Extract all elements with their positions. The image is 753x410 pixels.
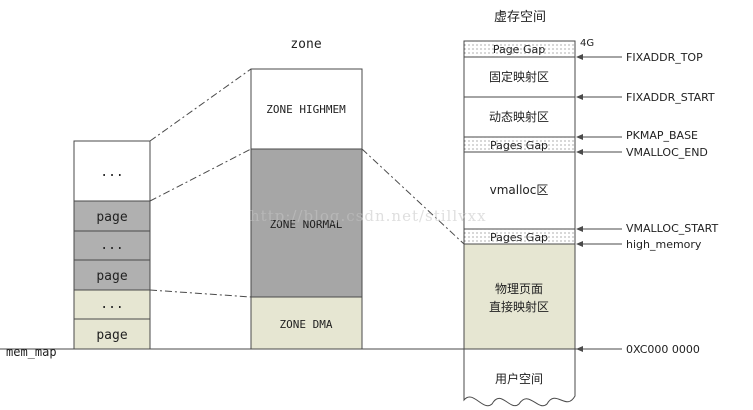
vmalloc-area [463,151,576,230]
marker-vmalloc-end: VMALLOC_END [626,146,708,159]
zone-title: zone [290,37,321,52]
fixmap-area-label: 固定映射区 [489,69,549,84]
marker-vmalloc-start: VMALLOC_START [626,222,718,235]
connector-line [149,148,252,202]
direct-map-area-label-2: 直接映射区 [489,299,549,314]
connector-line [149,289,252,298]
direct-map-area-label-1: 物理页面 [495,282,543,296]
zone-highmem [250,68,363,150]
zone-column: ZONE HIGHMEM ZONE NORMAL ZONE DMA [250,68,363,350]
mem-map-cell-label: page [96,210,127,225]
mem-map-label: mem_map [6,345,57,359]
watermark: http://blog.csdn.net/stillvxx [250,207,487,225]
connector-line [149,68,252,142]
mem-map-cell-label: ... [100,297,123,312]
zone-highmem-label: ZONE HIGHMEM [266,103,346,116]
connector-line [361,148,465,245]
virtual-space-column: Page Gap 4G 固定映射区 动态映射区 Pages Gap vmallo… [463,38,594,407]
page-gap-top-label: Page Gap [493,43,545,56]
kmap-area [463,96,576,138]
marker-pkmap-base: PKMAP_BASE [626,129,698,142]
zone-dma-label: ZONE DMA [280,318,333,331]
zone-normal [250,148,363,298]
fixmap-area [463,56,576,98]
mem-map-cell-label: ... [100,238,123,253]
address-marker-labels: FIXADDR_TOP FIXADDR_START PKMAP_BASE VMA… [626,51,718,356]
zone-dma [250,296,363,350]
pages-gap-1-label: Pages Gap [490,139,548,152]
virtual-space-title: 虚存空间 [494,10,546,25]
connector-lines [149,68,465,298]
user-space-area [463,348,576,407]
marker-fixaddr-top: FIXADDR_TOP [626,51,703,64]
mem-map-cell [73,289,151,320]
mem-map-cell-label: page [96,328,127,343]
pages-gap-2-label: Pages Gap [490,231,548,244]
marker-high-memory: high_memory [626,238,702,251]
mem-map-cell-label: page [96,269,127,284]
zone-normal-label: ZONE NORMAL [270,218,343,231]
marker-0xc0000000: 0XC000 0000 [626,343,700,356]
mem-map-column: ... page ... page ... page [73,140,151,350]
vmalloc-area-label: vmalloc区 [490,183,549,197]
mem-map-cell [73,318,151,350]
4g-label: 4G [580,38,594,49]
mem-map-cell-label: ... [100,165,123,180]
user-space-area-label: 用户空间 [495,371,543,386]
direct-map-area [463,243,576,350]
address-markers [576,54,622,352]
marker-fixaddr-start: FIXADDR_START [626,91,715,104]
kmap-area-label: 动态映射区 [489,109,549,124]
mem-map-cell [73,200,151,232]
